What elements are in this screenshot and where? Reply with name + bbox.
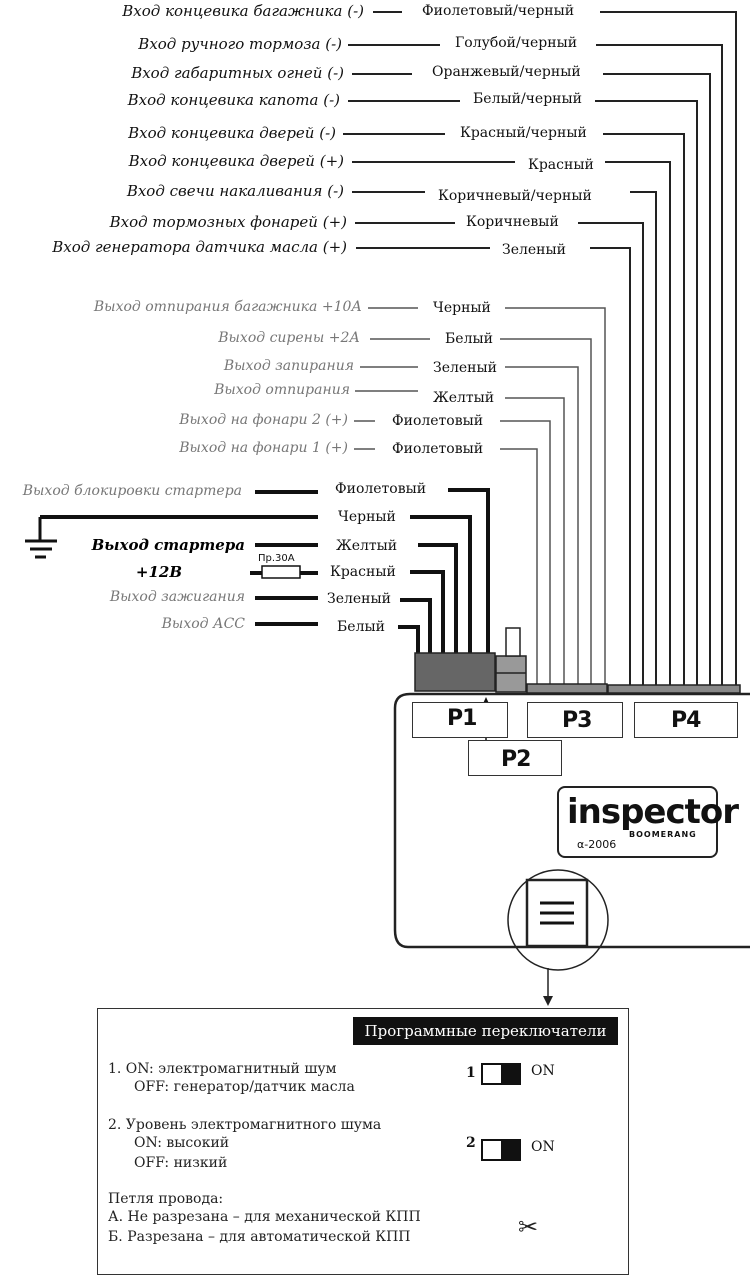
loop-a: А. Не разрезана – для механической КПП: [108, 1209, 421, 1225]
wire-color: Белый: [445, 331, 493, 347]
program-switch-panel: Программные переключатели 1. ON: электро…: [97, 1008, 629, 1275]
p3-connector: [526, 683, 608, 694]
switch1-on-label: ON: [531, 1063, 555, 1079]
item1-line1: 1. ON: электромагнитный шум: [108, 1061, 337, 1077]
wire-color: Желтый: [433, 390, 495, 406]
input-label: Вход концевика капота (-): [127, 91, 340, 109]
fuse-icon: [261, 565, 301, 579]
panel-title: Программные переключатели: [353, 1017, 618, 1045]
item2-line3: OFF: низкий: [134, 1155, 228, 1171]
output-label: Выход запирания: [223, 358, 354, 374]
p1-box: P1: [412, 702, 508, 738]
output-label: Выход на фонари 1 (+): [179, 440, 348, 456]
switch1[interactable]: [481, 1063, 521, 1085]
wire-color: Красный/черный: [460, 125, 587, 141]
output-label: Выход отпирания багажника +10А: [93, 299, 362, 315]
power-label: Выход блокировки стартера: [22, 483, 242, 499]
loop-title: Петля провода:: [108, 1191, 224, 1207]
switch2-on-label: ON: [531, 1139, 555, 1155]
inspector-logo: inspector BOOMERANG α-2006: [557, 786, 739, 858]
output-label: Выход отпирания: [214, 382, 350, 398]
input-label: Вход концевика дверей (-): [128, 124, 336, 142]
p2-label: P2: [501, 747, 531, 772]
wire-color: Оранжевый/черный: [432, 64, 581, 80]
wire-color: Желтый: [336, 538, 398, 554]
wire-color: Фиолетовый: [392, 413, 484, 429]
wire-color: Черный: [433, 300, 491, 316]
p3-box: P3: [527, 702, 623, 738]
power-wires: [40, 488, 490, 655]
p4-label: P4: [671, 708, 701, 733]
loop-b: Б. Разрезана – для автоматической КПП: [108, 1229, 411, 1245]
scissors-icon: ✂: [518, 1213, 539, 1241]
wire-color: Красный: [330, 564, 396, 580]
switch2-number: 2: [466, 1135, 476, 1151]
input-label: Вход тормозных фонарей (+): [109, 213, 347, 231]
input-label: Вход габаритных огней (-): [131, 64, 344, 82]
switch2[interactable]: [481, 1139, 521, 1161]
wire-color: Зеленый: [327, 591, 391, 607]
logo-model: α-2006: [577, 838, 617, 851]
output-label: Выход на фонари 2 (+): [179, 412, 348, 428]
wire-color: Фиолетовый/черный: [422, 3, 575, 19]
p4-connector: [607, 684, 741, 694]
wire-color: Белый/черный: [473, 91, 582, 107]
power-label: +12В: [135, 563, 182, 581]
input-label: Вход концевика багажника (-): [122, 2, 364, 20]
wire-color: Коричневый: [466, 214, 559, 230]
input-label: Вход свечи накаливания (-): [126, 182, 344, 200]
item2-line1: 2. Уровень электромагнитного шума: [108, 1117, 382, 1133]
arrow-down-icon: [543, 996, 553, 1006]
power-label: Выход стартера: [91, 536, 245, 554]
p1-label: P1: [447, 706, 477, 731]
power-label: Выход зажигания: [109, 589, 245, 605]
wire-color: Черный: [338, 509, 396, 525]
wire-color: Зеленый: [433, 360, 497, 376]
p2-box: P2: [468, 740, 562, 776]
p3-label: P3: [562, 708, 592, 733]
wire-color: Голубой/черный: [455, 35, 578, 51]
wire-color: Фиолетовый: [335, 481, 427, 497]
output-wires: [354, 307, 606, 685]
p4-box: P4: [634, 702, 738, 738]
p2-connector: [495, 655, 527, 693]
input-label: Вход концевика дверей (+): [128, 152, 344, 170]
input-wires: [343, 11, 737, 685]
logo-sub: BOOMERANG: [629, 830, 697, 839]
logo-text: inspector: [567, 792, 739, 832]
wire-color: Коричневый/черный: [438, 188, 592, 204]
input-label: Вход ручного тормоза (-): [138, 35, 342, 53]
power-label: Выход АСС: [161, 616, 245, 632]
p1-connector: [414, 652, 496, 692]
wire-color: Зеленый: [502, 242, 566, 258]
wire-color: Белый: [337, 619, 385, 635]
ground-icon: [25, 517, 57, 559]
item1-line2: OFF: генератор/датчик масла: [134, 1079, 355, 1095]
input-label: Вход генератора датчика масла (+): [52, 238, 347, 256]
switch1-number: 1: [466, 1065, 476, 1081]
wire-color: Фиолетовый: [392, 441, 484, 457]
fuse-label: Пр.30А: [258, 553, 295, 564]
zoom-circle: [507, 869, 609, 971]
item2-line2: ON: высокий: [134, 1135, 230, 1151]
main-unit-outline: [393, 692, 750, 949]
output-label: Выход сирены +2А: [218, 330, 360, 346]
wire-color: Красный: [528, 157, 594, 173]
